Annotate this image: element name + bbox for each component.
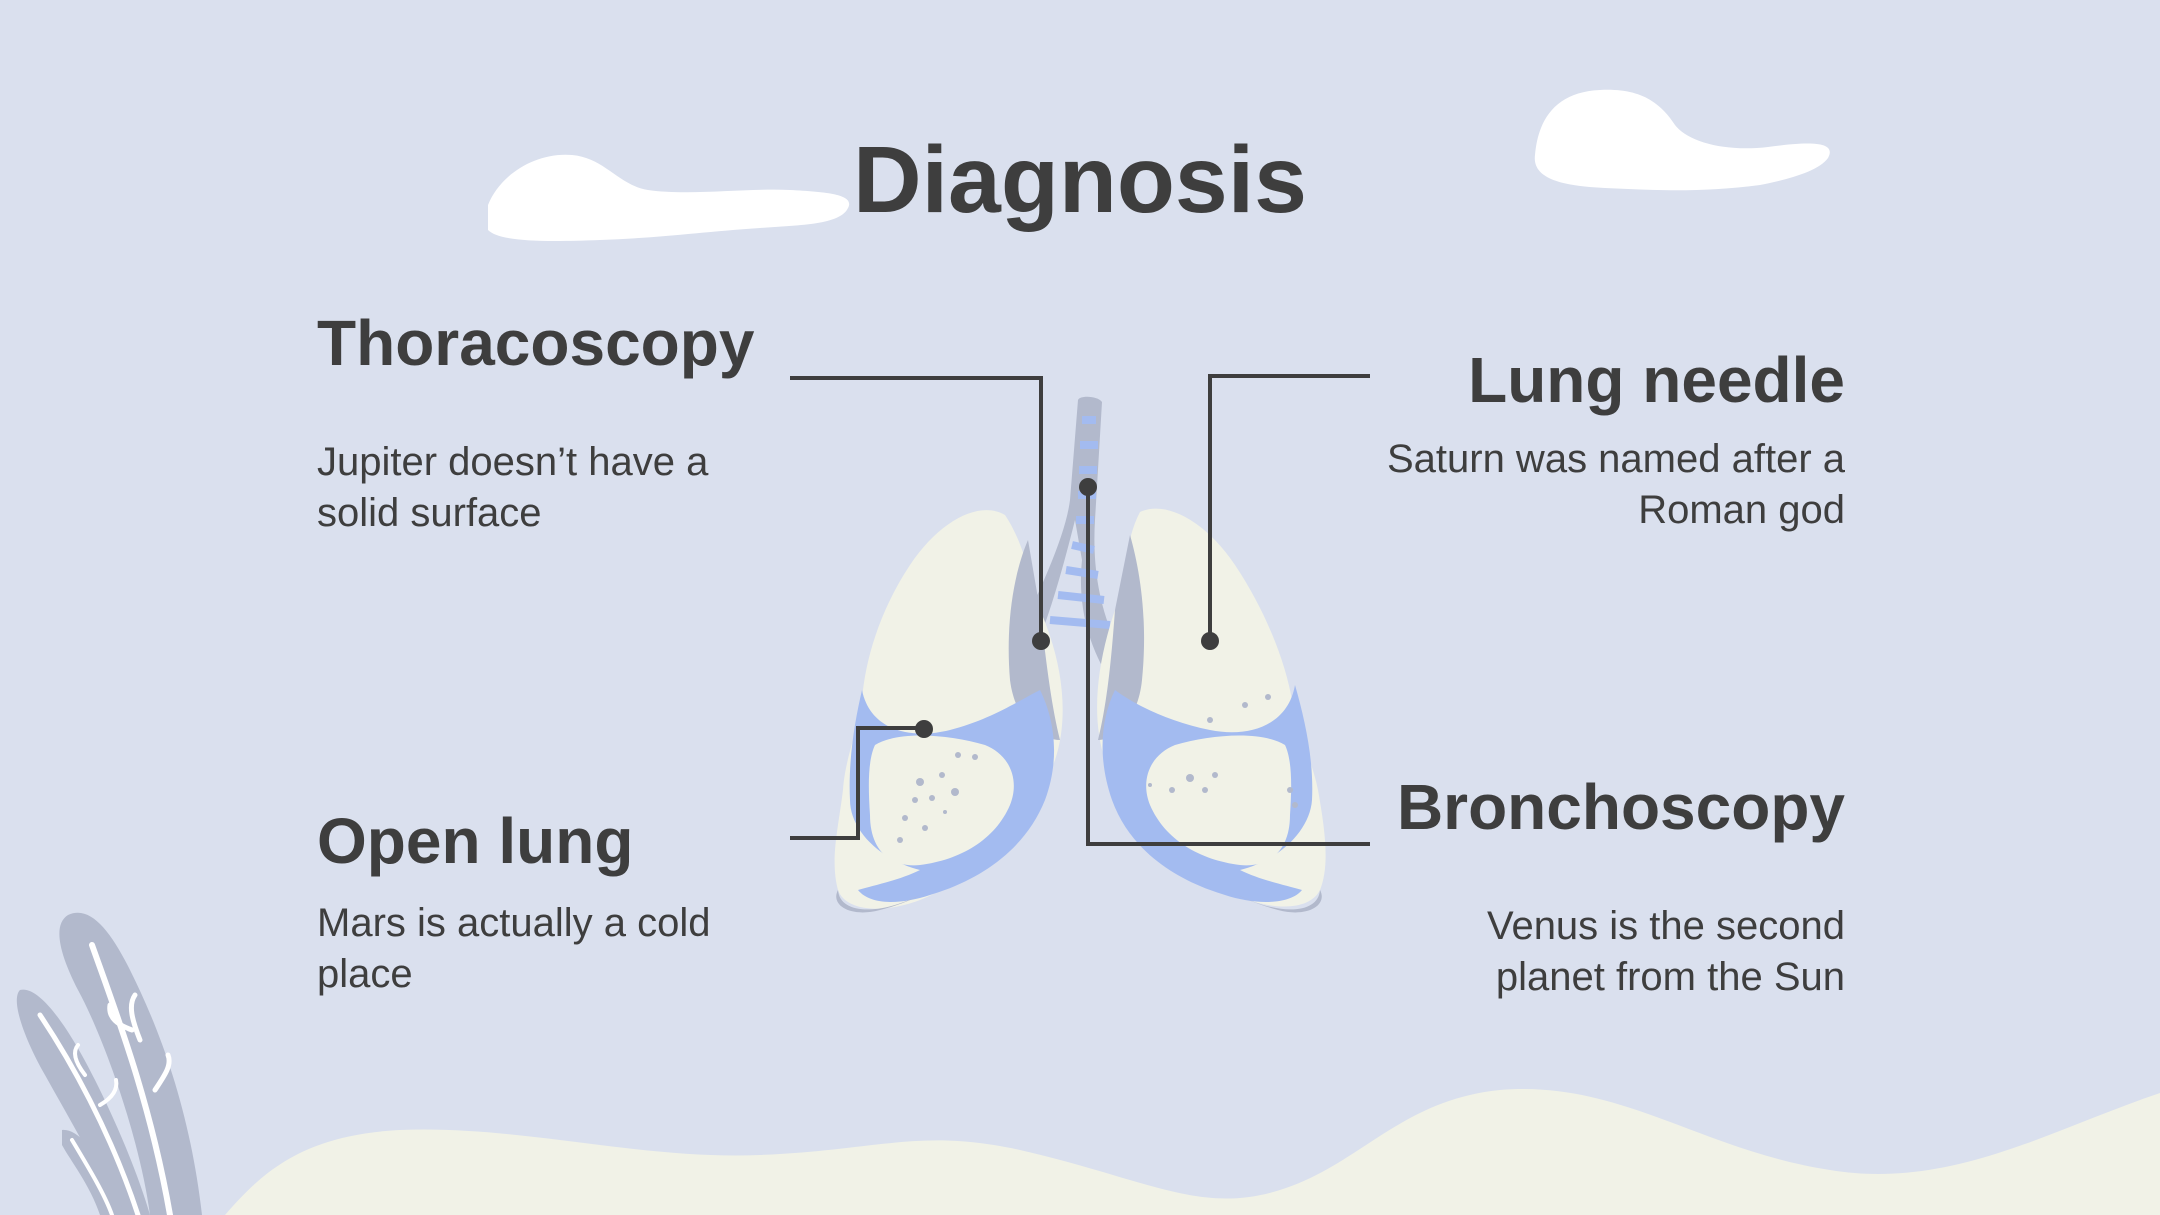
cloud-icon [488, 154, 850, 241]
description-lung-needle: Saturn was named after a Roman god [1386, 437, 1845, 532]
slide-title: Diagnosis [853, 127, 1307, 233]
heading-lung-needle: Lung needle [1468, 344, 1845, 416]
heading-thoracoscopy: Thoracoscopy [317, 307, 755, 379]
description-thoracoscopy: Jupiter doesn’t have a solid surface [317, 440, 709, 535]
connector-dots [915, 478, 1219, 738]
description-bronchoscopy: Venus is the second planet from the Sun [1486, 904, 1845, 999]
cloud-icon [1534, 89, 1830, 191]
heading-bronchoscopy: Bronchoscopy [1396, 771, 1845, 843]
seaweed-plant-icon [16, 912, 202, 1215]
ground-shape [225, 1089, 2160, 1215]
description-open-lung: Mars is actually a cold place [317, 901, 711, 996]
lungs-illustration [834, 396, 1326, 913]
heading-open-lung: Open lung [317, 805, 634, 877]
connector-lines [790, 374, 1370, 846]
